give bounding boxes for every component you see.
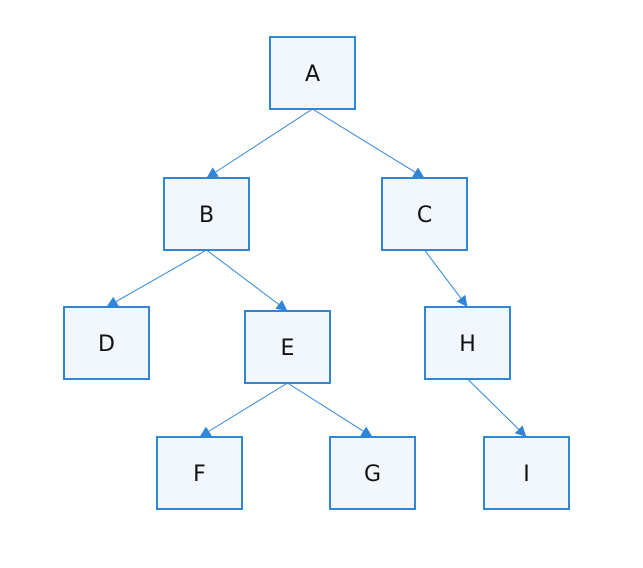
- node-label: G: [364, 462, 381, 487]
- edge-e-g: [287, 382, 373, 437]
- edge-line: [208, 382, 288, 432]
- node-f: F: [156, 436, 243, 510]
- node-label: D: [98, 332, 115, 357]
- node-box: [63, 306, 150, 380]
- edge-line: [467, 378, 520, 430]
- node-g: G: [329, 436, 416, 510]
- edge-h-i: [467, 378, 527, 437]
- edge-line: [206, 249, 280, 305]
- node-box: [156, 436, 243, 510]
- node-i: I: [483, 436, 570, 510]
- node-box: [269, 36, 356, 110]
- node-d: D: [63, 306, 150, 380]
- arrowhead-icon: [514, 425, 527, 437]
- edge-b-e: [206, 249, 288, 311]
- node-label: B: [199, 203, 214, 228]
- node-c: C: [381, 177, 468, 251]
- node-h: H: [424, 306, 511, 380]
- edge-a-b: [206, 108, 313, 178]
- node-label: F: [193, 462, 206, 487]
- edge-a-c: [312, 108, 425, 178]
- arrowhead-icon: [275, 300, 288, 311]
- edge-line: [287, 382, 364, 432]
- arrowhead-icon: [106, 296, 119, 307]
- nodes-layer: A B C D E H F G I: [63, 36, 570, 510]
- node-label: C: [417, 203, 432, 228]
- node-box: [483, 436, 570, 510]
- node-label: A: [305, 62, 320, 87]
- arrowhead-icon: [456, 294, 468, 307]
- edges-layer: [106, 108, 527, 437]
- arrowhead-icon: [360, 426, 373, 437]
- edge-line: [424, 249, 462, 299]
- edge-line: [215, 108, 313, 173]
- node-a: A: [269, 36, 356, 110]
- node-label: H: [459, 332, 476, 357]
- edge-b-d: [106, 249, 207, 307]
- node-b: B: [163, 177, 250, 251]
- arrowhead-icon: [412, 167, 425, 178]
- edge-line: [115, 249, 207, 302]
- node-box: [244, 310, 331, 384]
- node-e: E: [244, 310, 331, 384]
- edge-c-h: [424, 249, 468, 307]
- node-box: [329, 436, 416, 510]
- node-box: [424, 306, 511, 380]
- node-label: E: [281, 336, 295, 361]
- arrowhead-icon: [199, 426, 212, 437]
- node-label: I: [523, 462, 530, 487]
- arrowhead-icon: [206, 167, 219, 178]
- edge-line: [312, 108, 416, 173]
- edge-e-f: [199, 382, 288, 437]
- node-box: [381, 177, 468, 251]
- node-box: [163, 177, 250, 251]
